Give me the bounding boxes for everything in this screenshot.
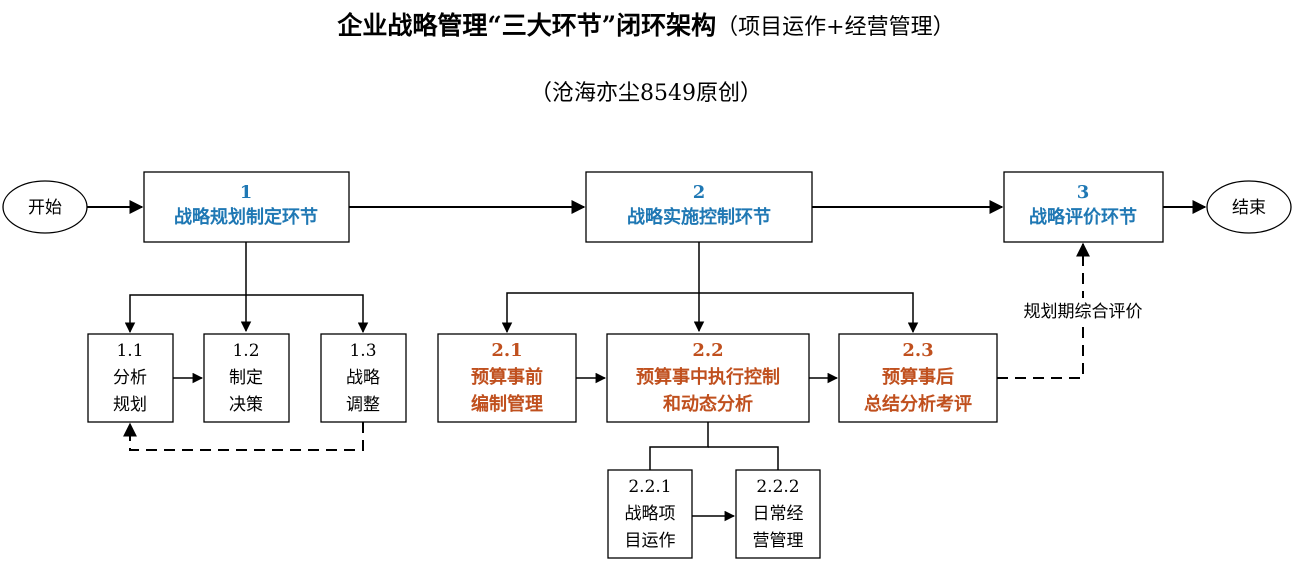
arrow-1-3-to-1-1-dashed [123,422,364,451]
node-2-3-number: 2.3 [902,340,933,361]
end-label: 结束 [1232,198,1266,218]
node-1-3: 1.3 战略 调整 [320,333,407,423]
node-2-number: 2 [693,182,706,203]
node-2-3-line2: 总结分析考评 [864,393,972,415]
end-node: 结束 [1206,180,1292,234]
node-2-1-line1: 预算事前 [471,366,543,388]
node-1-1-number: 1.1 [116,341,143,361]
node-1-1-line2: 规划 [113,395,147,415]
branch-node-2-2-left [649,422,709,470]
node-2-3: 2.3 预算事后 总结分析考评 [838,333,998,423]
node-2: 2 战略实施控制环节 [585,171,813,243]
node-2-1: 2.1 预算事前 编制管理 [437,333,577,423]
node-2-2-2-line2: 营管理 [753,531,804,551]
node-1-number: 1 [240,182,253,203]
node-2-1-number: 2.1 [491,340,522,361]
diagram-title: 企业战略管理“三大环节”闭环架构（项目运作+经营管理） [337,11,954,40]
node-1-2-number: 1.2 [232,341,259,361]
node-1-2-line2: 决策 [229,395,263,415]
branch-node-2-2-right [708,446,779,470]
node-1-label: 战略规划制定环节 [174,206,318,228]
node-2-2-1-line2: 目运作 [625,531,676,551]
node-1: 1 战略规划制定环节 [143,171,350,243]
diagram-subtitle: （沧海亦尘8549原创） [530,81,762,106]
node-2-2-line1: 预算事中执行控制 [636,366,780,388]
node-1-2: 1.2 制定 决策 [203,333,290,423]
node-2-1-line2: 编制管理 [471,393,543,415]
feedback-label: 规划期综合评价 [1024,302,1143,322]
node-2-2-2-line1: 日常经 [753,504,804,524]
node-1-1-line1: 分析 [113,368,147,388]
node-3: 3 战略评价环节 [1003,171,1164,243]
branch-node-1 [124,242,369,334]
node-2-3-line1: 预算事后 [882,366,954,388]
node-2-2: 2.2 预算事中执行控制 和动态分析 [606,333,810,423]
arrow-2-3-to-3-dashed [997,242,1090,379]
node-2-2-1-number: 2.2.1 [628,477,671,497]
node-3-label: 战略评价环节 [1029,206,1137,228]
node-2-label: 战略实施控制环节 [627,206,771,228]
node-2-2-number: 2.2 [692,340,723,361]
node-1-1: 1.1 分析 规划 [87,333,174,423]
feedback-label-bg [1005,298,1161,324]
node-2-2-2: 2.2.2 日常经 营管理 [735,469,821,559]
node-1-2-line1: 制定 [229,368,263,388]
start-node: 开始 [2,180,88,234]
node-1-3-line1: 战略 [346,368,380,388]
node-2-2-line2: 和动态分析 [663,393,753,415]
node-2-2-1-line1: 战略项 [625,504,676,524]
node-2-2-1: 2.2.1 战略项 目运作 [607,469,693,559]
node-1-3-line2: 调整 [346,395,380,415]
node-1-3-number: 1.3 [349,341,376,361]
start-label: 开始 [28,198,62,218]
node-2-2-2-number: 2.2.2 [756,477,799,497]
node-3-number: 3 [1077,182,1090,203]
branch-node-2 [501,242,919,334]
